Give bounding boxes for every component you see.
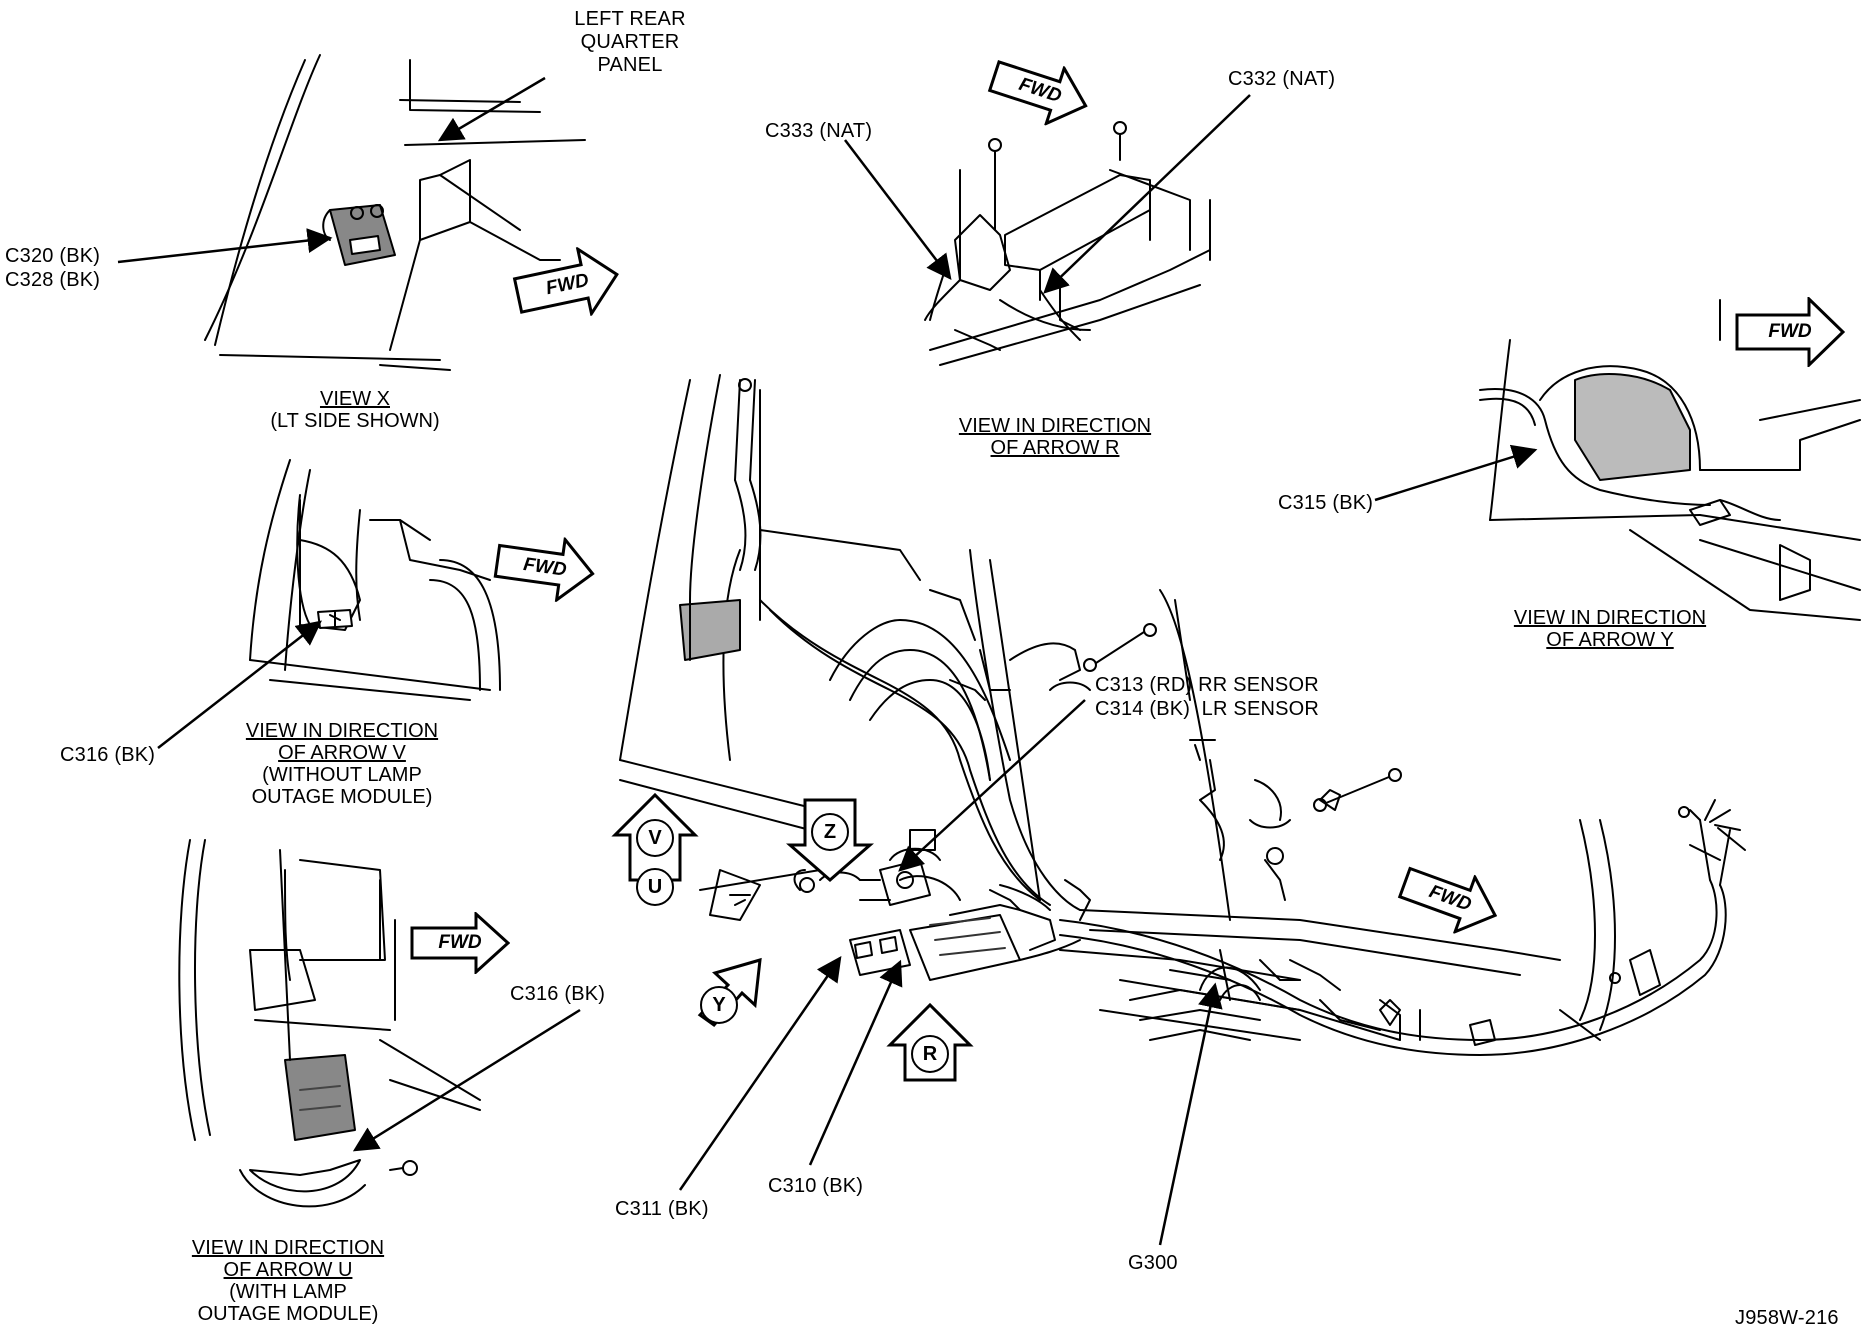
- label-c333: C333 (NAT): [765, 120, 873, 142]
- leader-c313: [898, 699, 1086, 872]
- fwd-arrow-view-v: FWD: [491, 528, 599, 606]
- label-c332: C332 (NAT): [1228, 68, 1336, 90]
- view-u-drawing: [178, 839, 481, 1208]
- leader-c311: [678, 955, 842, 1191]
- caption-title: OF ARROW U: [223, 1259, 353, 1281]
- caption-title: VIEW IN DIRECTION: [958, 415, 1152, 437]
- caption-title: OF ARROW R: [990, 437, 1120, 459]
- label-c320: C320 (BK): [5, 245, 101, 267]
- label-line: PANEL: [597, 54, 663, 76]
- leader-g300: [1158, 982, 1223, 1246]
- fwd-label: FWD: [438, 932, 482, 953]
- label-c316-v: C316 (BK): [60, 744, 156, 766]
- leader-c333: [844, 139, 952, 280]
- label-c328: C328 (BK): [5, 269, 101, 291]
- leader-c315: [1374, 444, 1538, 502]
- caption-title: OF ARROW V: [278, 742, 406, 764]
- figure-id: J958W-216: [1735, 1307, 1839, 1329]
- label-c313: C313 (RD) RR SENSOR: [1095, 674, 1319, 696]
- leader-c316-u: [352, 1008, 581, 1152]
- leader-c332: [1043, 94, 1251, 294]
- fwd-label: FWD: [1768, 321, 1812, 342]
- label-g300: G300: [1128, 1252, 1178, 1274]
- label-line: QUARTER: [580, 31, 680, 53]
- leader-c310: [808, 959, 903, 1166]
- arrow-u-label: U: [636, 868, 674, 906]
- arrow-r-label: R: [911, 1035, 949, 1073]
- caption-view-y: VIEW IN DIRECTION OF ARROW Y: [1490, 607, 1730, 651]
- caption-title: OF ARROW Y: [1546, 629, 1674, 651]
- leader-c320: [117, 228, 333, 264]
- label-c310: C310 (BK): [768, 1175, 864, 1197]
- label-c314: C314 (BK) LR SENSOR: [1095, 698, 1320, 720]
- fwd-arrow-view-r: FWD: [983, 46, 1097, 136]
- label-line: LEFT REAR: [574, 8, 686, 30]
- caption-title: VIEW IN DIRECTION: [1513, 607, 1707, 629]
- leader-left-rear-quarter-panel: [437, 76, 546, 142]
- label-c316-u: C316 (BK): [510, 983, 606, 1005]
- view-r-drawing: [924, 121, 1211, 366]
- caption-title: VIEW IN DIRECTION: [245, 720, 439, 742]
- fwd-arrow-view-x: FWD: [509, 240, 626, 330]
- caption-view-x: VIEW X (LT SIDE SHOWN): [255, 388, 455, 432]
- arrow-z-label: Z: [811, 813, 849, 851]
- caption-line: OUTAGE MODULE): [251, 786, 433, 808]
- fwd-arrow-view-u: FWD: [410, 912, 510, 974]
- view-x-drawing: [204, 54, 586, 371]
- caption-line: OUTAGE MODULE): [197, 1303, 379, 1325]
- caption-line: (WITHOUT LAMP: [262, 764, 422, 786]
- caption-view-u: VIEW IN DIRECTION OF ARROW U (WITH LAMP …: [168, 1237, 408, 1325]
- arrow-v-label: V: [636, 819, 674, 857]
- caption-view-v: VIEW IN DIRECTION OF ARROW V (WITHOUT LA…: [222, 720, 462, 808]
- caption-title: VIEW X: [319, 388, 390, 410]
- label-c315: C315 (BK): [1278, 492, 1374, 514]
- caption-title: VIEW IN DIRECTION: [191, 1237, 385, 1259]
- view-y-drawing: [1479, 299, 1861, 621]
- caption-line: (LT SIDE SHOWN): [270, 410, 440, 432]
- label-left-rear-quarter-panel: LEFT REAR QUARTER PANEL: [570, 8, 690, 77]
- leader-c316-v: [157, 620, 322, 749]
- fwd-arrow-main: FWD: [1392, 853, 1507, 945]
- arrow-y-label: Y: [700, 986, 738, 1024]
- caption-line: (WITH LAMP: [229, 1281, 347, 1303]
- label-c311: C311 (BK): [615, 1198, 709, 1220]
- caption-view-r: VIEW IN DIRECTION OF ARROW R: [935, 415, 1175, 459]
- fwd-arrow-view-y: FWD: [1735, 297, 1845, 367]
- view-v-drawing: [249, 459, 501, 701]
- main-view-drawing: [619, 374, 1746, 1056]
